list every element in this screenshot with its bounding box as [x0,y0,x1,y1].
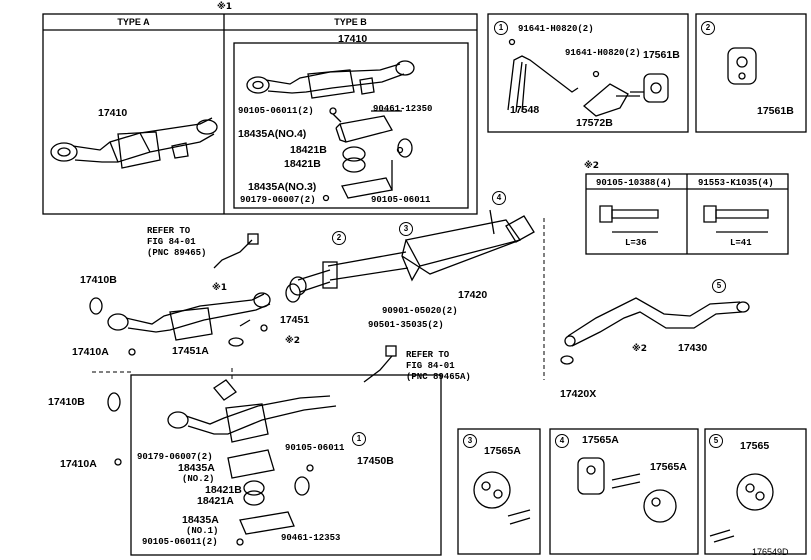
lower-clamp-18421b[interactable]: 18421B [205,484,242,496]
note-mark-3: ※1 [212,283,228,293]
hanger-box-3-num: 3 [463,434,477,448]
sensor-drawing [213,233,397,383]
type-b-header: TYPE B [334,17,367,27]
hanger-box-4-frame [549,428,699,555]
hanger-box-5-frame [704,428,807,555]
lower-pipe-drawing [107,379,337,546]
refer-note-1[interactable]: REFER TO FIG 84-01 (PNC 89465) [147,226,206,259]
callout-4: 4 [492,191,506,205]
hanger-box-3-part[interactable]: 17565A [484,445,521,457]
diagram-code: 176549D [752,547,789,557]
mount-part-17561b-2[interactable]: 17561B [757,105,794,117]
refer-note-1-line3: (PNC 89465) [147,248,207,258]
type-b-inner-frame [233,42,469,209]
main-muffler-drawing [285,209,535,303]
lower-bolt-90105[interactable]: 90105-06011(2) [142,537,218,547]
callout-2: 2 [332,231,346,245]
callout-3: 3 [399,222,413,236]
lower-gasket-90461[interactable]: 90461-12353 [281,533,341,543]
tail-pipe-drawing [560,297,750,365]
type-b-pipe-drawing [246,60,415,99]
hanger-box-5-num: 5 [709,434,723,448]
mount-part-17572b[interactable]: 17572B [576,117,613,129]
lower-conv-no2-sub: (NO.2) [182,474,215,484]
note-mark-2: ※2 [584,161,600,171]
type-a-part-17410[interactable]: 17410 [98,107,128,119]
lower-nut-90179[interactable]: 90179-06007(2) [137,452,213,462]
note-mark-1: ※1 [217,2,233,12]
mount-bolt-91641-1[interactable]: 91641-H0820(2) [518,24,594,34]
lower-part-17410b[interactable]: 17410B [48,396,85,408]
part-17410b[interactable]: 17410B [80,274,117,286]
hanger-box-4-part2[interactable]: 17565A [650,461,687,473]
hanger-drawings [473,457,774,543]
lower-conv-no1-sub: (NO.1) [186,526,219,536]
refer-note-2-line1: REFER TO [406,350,450,360]
type-b-part-17410[interactable]: 17410 [338,33,368,45]
bolt-table-col-1[interactable]: 90105-10388(4) [596,178,672,188]
callout-1: 1 [352,432,366,446]
mount-box-frame [487,13,689,133]
mount-part-17548[interactable]: 17548 [510,104,540,116]
refer-note-2[interactable]: REFER TO FIG 84-01 (PNC 89465A) [406,350,471,383]
lower-conv-no1[interactable]: 18435A [182,514,219,526]
lower-conv-no2[interactable]: 18435A [178,462,215,474]
note-mark-5: ※2 [632,344,648,354]
note-mark-4: ※2 [285,336,301,346]
hanger-box-3-frame [457,428,541,555]
mount-part-17561b[interactable]: 17561B [643,49,680,61]
bolt-table-dim-2: L=41 [730,238,752,248]
type-a-header: TYPE A [117,17,150,27]
part-17451[interactable]: 17451 [280,314,310,326]
mount-drawing [507,38,757,117]
hanger-box-5-part[interactable]: 17565 [740,440,770,452]
front-pipe-drawing [89,292,271,356]
part-17410a[interactable]: 17410A [72,346,109,358]
type-b-parts-drawing [322,107,413,202]
type-b-conv-no3[interactable]: 18435A(NO.3) [248,181,317,193]
type-b-gasket-90461[interactable]: 90461-12350 [373,104,433,114]
callout-5: 5 [712,279,726,293]
part-17450b[interactable]: 17450B [357,455,394,467]
bolt-table-col-2[interactable]: 91553-K1035(4) [698,178,774,188]
type-b-nut-90179[interactable]: 90179-06007(2) [240,195,316,205]
callout-2-mount: 2 [701,21,715,35]
type-b-clamp-18421b-2[interactable]: 18421B [284,158,321,170]
lower-box-frame [130,374,442,556]
part-17420[interactable]: 17420 [458,289,488,301]
refer-note-2-line3: (PNC 89465A) [406,372,471,382]
type-b-bolt-90105-2[interactable]: 90105-06011 [371,195,431,205]
part-17430[interactable]: 17430 [678,342,708,354]
type-a-pipe-drawing [50,117,218,169]
part-17420x[interactable]: 17420X [560,388,597,400]
type-b-bolt-90105[interactable]: 90105-06011(2) [238,106,314,116]
callout-1-mount: 1 [494,21,508,35]
bolt-table-dim-1: L=36 [625,238,647,248]
type-b-clamp-18421b-1[interactable]: 18421B [290,144,327,156]
bolt-90501[interactable]: 90501-35035(2) [368,320,444,330]
lower-part-17410a[interactable]: 17410A [60,458,97,470]
bolt-90901[interactable]: 90901-05020(2) [382,306,458,316]
lower-clamp-18421a[interactable]: 18421A [197,495,234,507]
lower-bolt-90105-r[interactable]: 90105-06011 [285,443,345,453]
part-17451a[interactable]: 17451A [172,345,209,357]
hanger-box-4-num: 4 [555,434,569,448]
type-box-frame [42,13,478,215]
mount-bolt-91641-2[interactable]: 91641-H0820(2) [565,48,641,58]
refer-note-2-line2: FIG 84-01 [406,361,455,371]
mount-box-2-frame [695,13,807,133]
type-b-conv-no4[interactable]: 18435A(NO.4) [238,128,307,140]
hanger-box-4-part[interactable]: 17565A [582,434,619,446]
refer-note-1-line1: REFER TO [147,226,191,236]
refer-note-1-line2: FIG 84-01 [147,237,196,247]
bolt-drawings [599,205,769,233]
